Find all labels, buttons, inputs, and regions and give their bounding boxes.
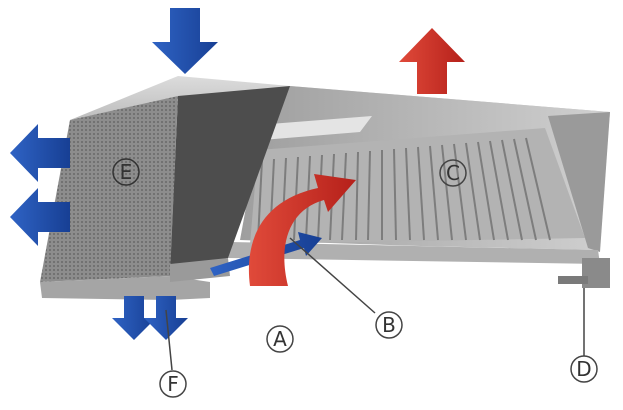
arrow-left-icon xyxy=(10,188,70,246)
callouts: A B C D E F xyxy=(112,158,598,398)
hood-front-lip xyxy=(170,258,230,282)
callout-e-label: E xyxy=(120,160,133,184)
callout-line-b xyxy=(289,237,376,314)
callout-a-label: A xyxy=(273,327,287,351)
callout-f: F xyxy=(159,370,187,398)
callout-f-label: F xyxy=(167,372,179,396)
arrow-up-icon xyxy=(399,28,465,94)
callout-d: D xyxy=(570,355,598,383)
arrow-down-icon xyxy=(112,296,156,340)
callout-lines xyxy=(165,237,585,371)
callout-line-f xyxy=(165,309,173,371)
callout-a: A xyxy=(266,325,294,353)
hood-bottom-lip xyxy=(228,242,600,264)
supply-panel-perforated xyxy=(40,96,178,282)
filter-slats xyxy=(257,137,551,241)
callout-c-label: C xyxy=(446,161,460,185)
callout-c: C xyxy=(439,159,467,187)
hood-front-panel xyxy=(170,86,290,270)
callout-b-label: B xyxy=(382,313,396,337)
hood-right-end xyxy=(548,112,610,252)
callout-e: E xyxy=(112,158,140,186)
air-flow-arrows xyxy=(10,8,465,340)
hood-body xyxy=(40,76,610,300)
hood-foot-plate xyxy=(558,276,588,284)
hood-inner-light-band xyxy=(262,116,372,140)
arrow-down-icon xyxy=(144,296,188,340)
curved-exhaust-arrow-icon xyxy=(248,174,356,286)
arrow-down-icon xyxy=(152,8,218,74)
hood-left-bottom xyxy=(40,276,210,300)
callout-b: B xyxy=(375,311,403,339)
arrow-left-icon xyxy=(10,124,70,182)
callout-d-label: D xyxy=(576,357,591,381)
